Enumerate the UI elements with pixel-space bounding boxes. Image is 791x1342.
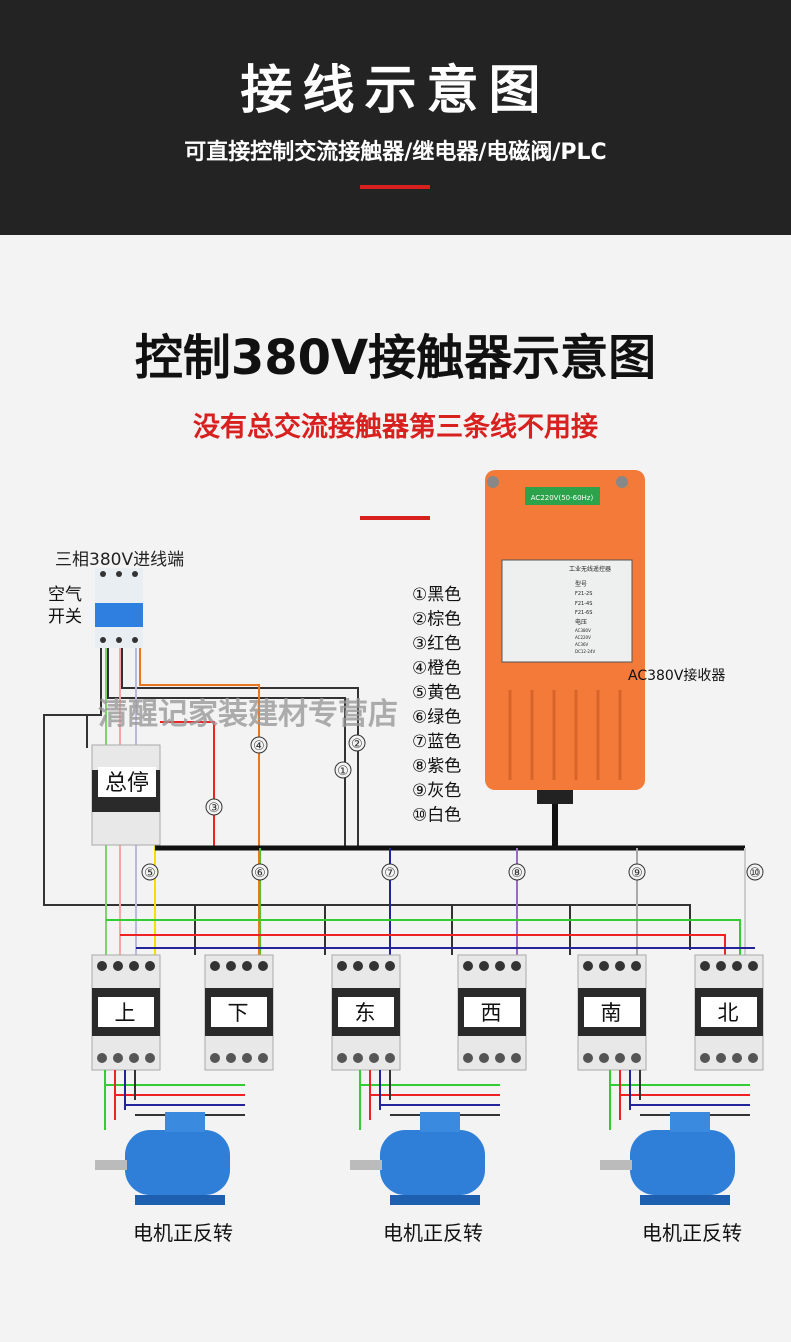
control-wires [106, 848, 755, 955]
wire-number: ③ [208, 801, 220, 816]
wire-number: ④ [253, 739, 265, 754]
contactor-label: 下 [228, 1001, 249, 1025]
motor [95, 1070, 245, 1205]
contactor-label: 北 [718, 1001, 739, 1025]
header-title: 接线示意图 [240, 61, 551, 121]
color-legend-item: ①黑色 [412, 585, 461, 605]
motor-label: 电机正反转 [383, 1221, 483, 1245]
receiver-model: F21-6S [575, 610, 592, 616]
receiver-model-label: 型号 [575, 580, 587, 588]
receiver-voltage: AC36V [575, 642, 589, 647]
color-legend-item: ⑧紫色 [412, 757, 461, 777]
main-contactor-label: 总停 [105, 771, 149, 796]
wire-number: ⑧ [511, 866, 523, 881]
receiver-product: 工业无线遥控器 [569, 565, 611, 573]
page-note: 没有总交流接触器第三条线不用接 [193, 412, 598, 443]
contactor-5: 南 [577, 954, 647, 1071]
breaker-label-1: 空气 [48, 585, 82, 605]
wire-number-circle [334, 761, 352, 779]
air-switch [95, 568, 143, 648]
motor-label: 电机正反转 [133, 1221, 233, 1245]
color-legend-item: ⑦蓝色 [412, 732, 461, 752]
contactor-label: 东 [355, 1001, 376, 1025]
wire-number: ⑥ [254, 866, 266, 881]
motor [600, 1070, 750, 1205]
motor [350, 1070, 500, 1205]
wire-number: ⑨ [631, 866, 643, 881]
contactor-3: 东 [331, 954, 401, 1071]
wire-number: ① [337, 764, 349, 779]
wire-number-circle [251, 863, 269, 881]
contactor-label: 南 [601, 1001, 622, 1025]
wire-number-circle [381, 863, 399, 881]
header-divider [360, 185, 430, 189]
wire-number-circle [508, 863, 526, 881]
color-legend-item: ⑤黄色 [412, 683, 461, 703]
watermark: 清醒记家装建材专营店 [98, 697, 398, 732]
contactor-label: 西 [481, 1001, 502, 1025]
contactor-4: 西 [457, 954, 527, 1071]
breaker-label-2: 开关 [48, 607, 82, 627]
color-legend-item: ②棕色 [412, 610, 461, 630]
wire-number: ⑦ [384, 866, 396, 881]
contactor-2: 下 [204, 954, 274, 1071]
wire-number-circle [628, 863, 646, 881]
main-contactor: 总停 [91, 744, 161, 846]
wire-number-circle [141, 863, 159, 881]
wire-number: ② [351, 737, 363, 752]
receiver-voltage-tag: AC220V(50-60Hz) [531, 494, 594, 502]
color-legend-item: ④橙色 [412, 659, 461, 679]
wire-number: ⑤ [144, 866, 156, 881]
motor-label: 电机正反转 [642, 1221, 742, 1245]
header-banner [0, 0, 791, 235]
receiver-model: F21-4S [575, 601, 592, 607]
receiver-model: F21-2S [575, 591, 592, 597]
receiver: AC220V(50-60Hz) 工业无线遥控器 型号 F21-2S F21-4S… [485, 470, 645, 804]
contactor-1: 上 [91, 954, 161, 1071]
color-legend-item: ⑩白色 [412, 806, 461, 826]
input-label: 三相380V进线端 [55, 550, 184, 570]
receiver-voltage: DC12-24V [575, 649, 595, 654]
wire-number-circle [746, 863, 764, 881]
receiver-voltage-label: 电压 [575, 618, 587, 626]
page-title: 控制380V接触器示意图 [134, 330, 657, 386]
title-divider [360, 516, 430, 520]
color-legend-item: ③红色 [412, 634, 461, 654]
wire-number-circle [250, 736, 268, 754]
receiver-voltage: AC380V [575, 628, 591, 633]
receiver-voltage: AC220V [575, 635, 591, 640]
wire-number-circle [205, 798, 223, 816]
contactor-label: 上 [115, 1001, 136, 1025]
receiver-label: AC380V接收器 [628, 667, 725, 684]
wire-number: ⑩ [749, 866, 761, 881]
header-subtitle: 可直接控制交流接触器/继电器/电磁阀/PLC [184, 140, 607, 165]
color-legend-item: ⑥绿色 [412, 708, 461, 728]
color-legend-item: ⑨灰色 [412, 781, 461, 801]
contactor-6: 北 [694, 954, 764, 1071]
wire-number-circle [348, 734, 366, 752]
